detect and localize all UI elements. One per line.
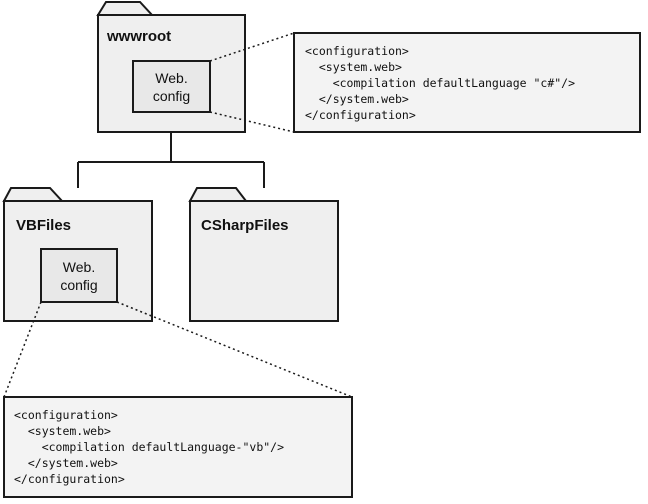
folder-csharpfiles[interactable]: CSharpFiles [188,187,339,322]
code-line-5: </configuration> [14,472,125,486]
callout-line-vb-left [3,301,42,398]
code-line-4: </system.web> [305,92,409,106]
folder-tab [2,187,65,202]
code-line-2: <system.web> [305,60,402,74]
folder-tab [188,187,249,202]
code-block-vb-config: <configuration> <system.web> <compilatio… [3,396,353,498]
folder-body [189,200,339,322]
folder-tab [96,0,155,16]
folder-label-vbfiles: VBFiles [16,217,71,234]
code-line-2: <system.web> [14,424,111,438]
folder-label-wwwroot: wwwroot [106,28,171,45]
code-line-4: </system.web> [14,456,118,470]
code-line-1: <configuration> [305,44,409,58]
callout-line-vb-right [116,301,353,398]
file-web-config-root[interactable]: Web. config [132,60,211,113]
code-line-3: <compilation defaultLanguage-"vb"/> [14,440,284,454]
file-name-line1: Web. [63,259,95,275]
code-box [3,396,353,498]
tree-connectors [77,133,265,188]
file-icon [132,60,211,113]
file-web-config-vb[interactable]: Web. config [40,248,118,303]
file-icon [40,248,118,303]
code-line-5: </configuration> [305,108,416,122]
file-name-line1: Web. [155,70,187,86]
code-box [293,32,641,133]
code-line-1: <configuration> [14,408,118,422]
file-name-line2: config [153,88,190,104]
code-line-3: <compilation defaultLanguage "c#"/> [305,76,575,90]
code-block-root-config: <configuration> <system.web> <compilatio… [293,32,641,133]
folder-label-csharpfiles: CSharpFiles [201,217,289,234]
callout-line-root-bottom [209,111,295,133]
file-name-line2: config [60,277,97,293]
